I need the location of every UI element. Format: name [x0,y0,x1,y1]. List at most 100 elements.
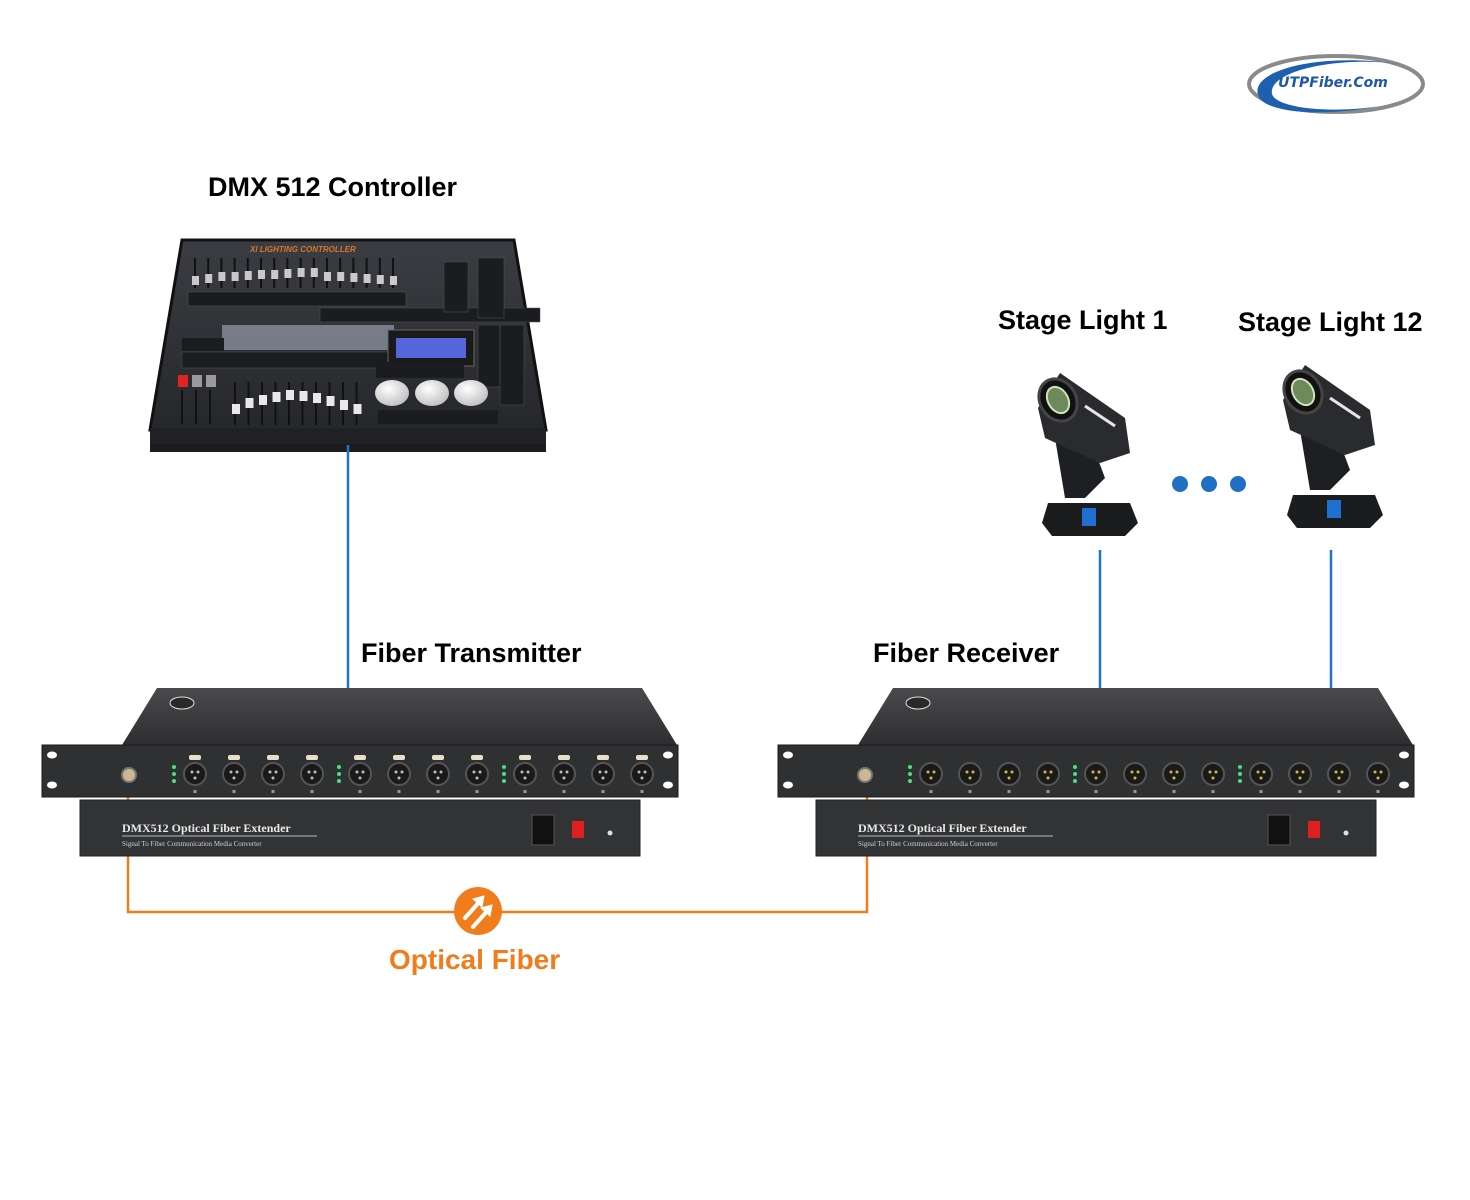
stage-light-12 [1282,365,1383,528]
xlr-male-port [1123,762,1147,786]
fader-knob [286,390,294,400]
xlr-pin [310,776,314,780]
xlr-pin [1094,776,1098,780]
xlr-pin [472,770,476,774]
port-label [1133,790,1137,793]
power-inlet [1267,814,1291,846]
ellipsis-dot [1172,476,1188,492]
status-led [172,779,176,783]
light-highlight [1084,404,1116,428]
status-led [502,779,506,783]
controller-header-text: XI LIGHTING CONTROLLER [249,245,356,254]
xlr-pin [1334,770,1338,774]
port-label [436,790,440,793]
xlr-female-port [426,762,450,786]
light-display [1082,508,1096,526]
fader-knob [259,395,267,405]
xlr-pin [1259,776,1263,780]
status-led [172,765,176,769]
fader-knob [353,404,362,414]
xlr-latch [267,755,279,760]
logo-text: UTPFiber.Com [1278,75,1388,91]
xlr-pin [1340,770,1344,774]
xlr-male-port [1162,762,1186,786]
fiber-receiver-label: Fiber Receiver [873,638,1060,668]
xlr-pin [1046,776,1050,780]
rack-lid [122,688,677,745]
stage-light-1-label: Stage Light 1 [998,305,1168,335]
device-front-subtitle: Signal To Fiber Communication Media Conv… [122,840,262,848]
xlr-pin [926,770,930,774]
fader-knob [272,392,281,402]
xlr-male-port [1036,762,1060,786]
port-label [358,790,362,793]
controller-lcd [396,338,466,358]
dmx-controller-label: DMX 512 Controller [208,172,458,202]
xlr-pin [1214,770,1218,774]
stage-light-1 [1037,373,1138,536]
status-led [1073,772,1077,776]
xlr-latch [471,755,483,760]
xlr-pin [1373,770,1377,774]
xlr-latch [558,755,570,760]
xlr-pin [274,770,278,774]
status-led [908,765,912,769]
status-led [337,779,341,783]
power-led [1343,830,1349,836]
dmx-controller-device: XI LIGHTING CONTROLLER [148,238,548,452]
xlr-pin [1091,770,1095,774]
port-label [1298,790,1302,793]
port-label [397,790,401,793]
fader-knob [297,268,305,277]
light-lens [1290,377,1316,407]
xlr-pin [520,770,524,774]
xlr-pin [478,770,482,774]
xlr-female-port [630,762,654,786]
xlr-pin [1211,776,1215,780]
xlr-pin [355,770,359,774]
xlr-latch [393,755,405,760]
xlr-pin [1256,770,1260,774]
xlr-pin [565,770,569,774]
xlr-pin [196,770,200,774]
stage-light-12-label: Stage Light 12 [1238,307,1423,337]
xlr-female-port [348,762,372,786]
xlr-male-port [1366,762,1390,786]
xlr-pin [358,776,362,780]
xlr-pin [526,770,530,774]
status-led [1238,765,1242,769]
xlr-latch [354,755,366,760]
status-led [337,772,341,776]
fader-knob [313,393,321,403]
port-label [929,790,933,793]
xlr-pin [1379,770,1383,774]
xlr-female-port [261,762,285,786]
status-led [172,772,176,776]
xlr-pin [433,770,437,774]
device-front-subtitle: Signal To Fiber Communication Media Conv… [858,840,998,848]
fiber-transmitter-label: Fiber Transmitter [361,638,582,668]
port-label [1094,790,1098,793]
xlr-male-port [958,762,982,786]
status-led [908,772,912,776]
ellipsis-dots [1172,476,1246,492]
xlr-male-port [1084,762,1108,786]
fader-knob [350,273,358,282]
xlr-pin [1133,776,1137,780]
port-label [232,790,236,793]
status-led [1238,772,1242,776]
fiber-port [121,767,137,783]
xlr-pin [190,770,194,774]
controller-bottom-faders [181,382,362,425]
status-led [1073,779,1077,783]
power-led [607,830,613,836]
port-label [475,790,479,793]
rack-lid [858,688,1413,745]
xlr-male-port [919,762,943,786]
xlr-female-port [552,762,576,786]
xlr-pin [1298,776,1302,780]
xlr-female-port [300,762,324,786]
light-highlight [1329,396,1361,420]
